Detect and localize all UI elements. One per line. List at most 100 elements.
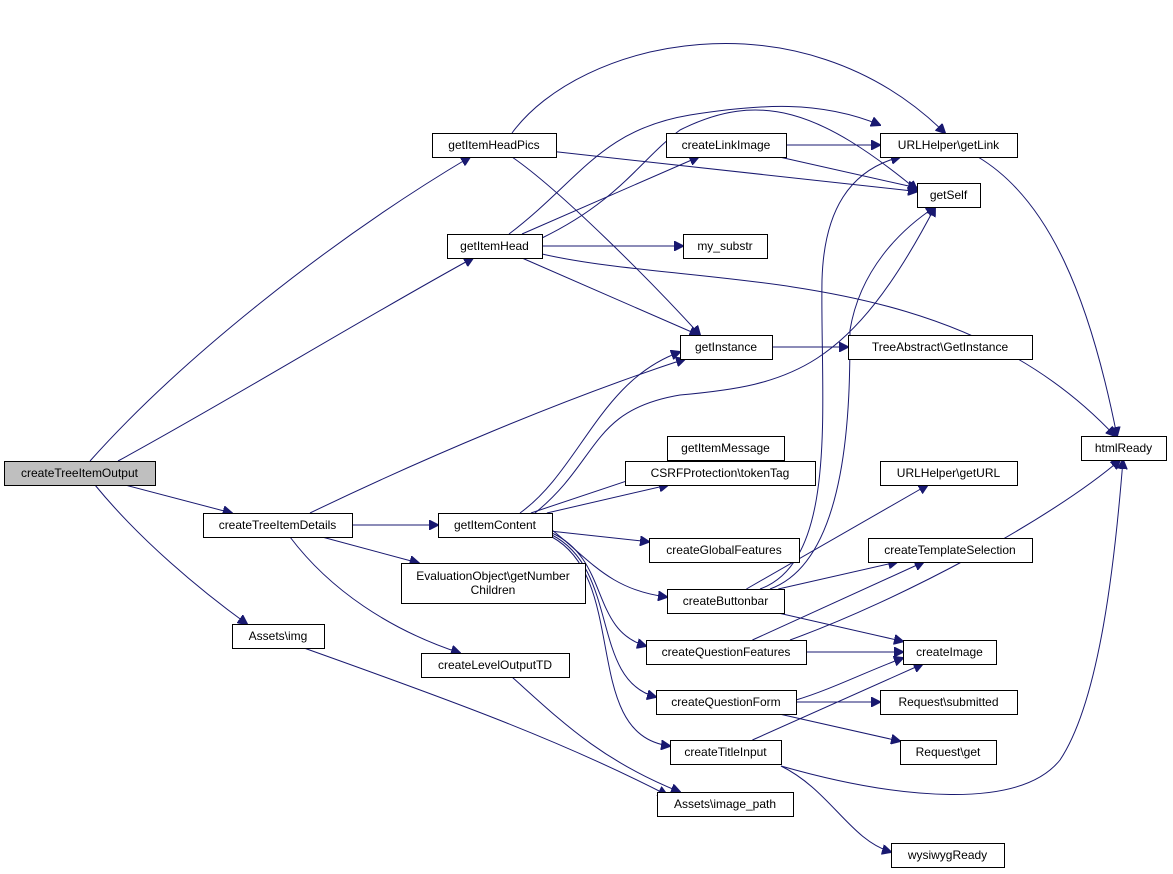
node-label: createTreeItemOutput <box>21 466 139 480</box>
node-box <box>891 843 1005 868</box>
node-getItemContent[interactable]: getItemContent <box>438 513 553 538</box>
edge-createTreeItemDetails-to-getInstance <box>309 359 685 514</box>
node-wysiwygReady[interactable]: wysiwygReady <box>891 843 1005 868</box>
node-box <box>432 133 557 158</box>
node-getItemMessage[interactable]: getItemMessage <box>667 436 785 461</box>
node-label: Request\submitted <box>898 695 998 709</box>
node-box <box>683 234 768 259</box>
node-label: Assets\img <box>249 629 308 643</box>
node-box <box>868 538 1033 563</box>
node-label: createGlobalFeatures <box>666 543 781 557</box>
node-box <box>917 183 981 208</box>
node-label: createLevelOutputTD <box>438 658 552 672</box>
edge-createTreeItemOutput-to-assetsImg <box>94 484 247 624</box>
node-createLevelOutputTD[interactable]: createLevelOutputTD <box>421 653 570 678</box>
edge-createButtonbar-to-urlGetLink <box>759 157 900 590</box>
edge-getItemHead-to-urlGetLink <box>508 105 880 235</box>
node-urlGetLink[interactable]: URLHelper\getLink <box>880 133 1018 158</box>
node-box <box>666 133 787 158</box>
node-box <box>670 740 782 765</box>
node-box <box>4 461 156 486</box>
node-csrfTokenTag[interactable]: CSRFProtection\tokenTag <box>625 461 816 486</box>
node-box <box>880 133 1018 158</box>
edge-assetsImg-to-assetsImagePath <box>303 647 667 795</box>
node-createLinkImage[interactable]: createLinkImage <box>666 133 787 158</box>
edge-getItemHead-to-getInstance <box>521 257 699 335</box>
node-box <box>1081 436 1167 461</box>
edge-getItemHead-to-createLinkImage <box>521 157 699 235</box>
node-getItemHeadPics[interactable]: getItemHeadPics <box>432 133 557 158</box>
node-label: createTitleInput <box>684 745 767 759</box>
edge-createTreeItemOutput-to-getItemHeadPics <box>89 157 470 462</box>
edge-createTreeItemOutput-to-getItemHead <box>117 258 473 462</box>
node-label: EvaluationObject\getNumber <box>416 569 569 583</box>
node-getItemHead[interactable]: getItemHead <box>447 234 543 259</box>
node-requestGet[interactable]: Request\get <box>900 740 997 765</box>
edge-createTreeItemOutput-to-createTreeItemDetails <box>125 484 232 513</box>
node-box <box>649 538 800 563</box>
node-htmlReady[interactable]: htmlReady <box>1081 436 1167 461</box>
node-box <box>421 653 570 678</box>
edge-createTitleInput-to-createImage <box>752 664 922 741</box>
edge-createTreeItemDetails-to-evalGetNumberChildren <box>321 536 419 563</box>
node-label: createQuestionForm <box>671 695 780 709</box>
node-getInstance[interactable]: getInstance <box>680 335 773 360</box>
node-requestSubmitted[interactable]: Request\submitted <box>880 690 1018 715</box>
node-label: CSRFProtection\tokenTag <box>651 466 790 480</box>
node-box <box>401 563 586 604</box>
edge-createQuestionForm-to-requestGet <box>779 713 900 741</box>
edge-getItemHeadPics-to-getInstance <box>511 156 700 335</box>
node-box <box>667 436 785 461</box>
node-label: getInstance <box>695 340 757 354</box>
node-createQuestionFeatures[interactable]: createQuestionFeatures <box>646 640 807 665</box>
node-getSelf[interactable]: getSelf <box>917 183 981 208</box>
node-createButtonbar[interactable]: createButtonbar <box>667 589 785 614</box>
node-createGlobalFeatures[interactable]: createGlobalFeatures <box>649 538 800 563</box>
edge-getItemContent-to-createTitleInput <box>551 536 670 746</box>
node-createTreeItemDetails[interactable]: createTreeItemDetails <box>203 513 353 538</box>
node-label: Request\get <box>916 745 981 759</box>
edge-createButtonbar-to-createTemplateSelection <box>778 562 897 590</box>
node-assetsImg[interactable]: Assets\img <box>232 624 325 649</box>
node-label: wysiwygReady <box>907 848 987 862</box>
edge-createButtonbar-to-getSelf <box>769 207 935 590</box>
edge-getItemContent-to-createQuestionForm <box>551 534 656 697</box>
edge-getItemHead-to-htmlReady <box>541 253 1115 436</box>
node-box <box>848 335 1033 360</box>
node-createTreeItemOutput[interactable]: createTreeItemOutput <box>4 461 156 486</box>
node-label: URLHelper\getLink <box>898 138 1000 152</box>
node-box <box>880 461 1018 486</box>
node-label: getItemHead <box>460 239 529 253</box>
node-treeAbstractGetInstance[interactable]: TreeAbstract\GetInstance <box>848 335 1033 360</box>
edge-getItemHead-to-getSelf <box>541 109 917 239</box>
edge-createButtonbar-to-urlGetURL <box>746 485 927 590</box>
edge-createQuestionFeatures-to-createTemplateSelection <box>752 562 923 641</box>
node-createTitleInput[interactable]: createTitleInput <box>670 740 782 765</box>
node-urlGetURL[interactable]: URLHelper\getURL <box>880 461 1018 486</box>
node-label: createTreeItemDetails <box>219 518 337 532</box>
edge-urlGetLink-to-htmlReady <box>977 156 1117 436</box>
node-createImage[interactable]: createImage <box>903 640 997 665</box>
node-box <box>438 513 553 538</box>
node-label: my_substr <box>697 239 752 253</box>
node-createTemplateSelection[interactable]: createTemplateSelection <box>868 538 1033 563</box>
edge-getItemHeadPics-to-getSelf <box>555 151 917 192</box>
edge-createTitleInput-to-htmlReady <box>780 460 1123 795</box>
node-label: createImage <box>916 645 983 659</box>
edge-getItemContent-to-getInstance <box>519 352 680 514</box>
edge-getItemContent-to-csrfTokenTag <box>546 485 668 514</box>
node-box <box>625 461 816 486</box>
node-box <box>680 335 773 360</box>
node-my_substr[interactable]: my_substr <box>683 234 768 259</box>
node-label: htmlReady <box>1095 441 1152 455</box>
edge-createLinkImage-to-getSelf <box>779 156 917 188</box>
node-box <box>656 690 797 715</box>
edge-getItemContent-to-createGlobalFeatures <box>551 530 649 542</box>
edge-getItemContent-to-createQuestionFeatures <box>551 532 646 646</box>
node-label: getSelf <box>930 188 968 202</box>
node-createQuestionForm[interactable]: createQuestionForm <box>656 690 797 715</box>
node-label: createLinkImage <box>682 138 771 152</box>
node-assetsImagePath[interactable]: Assets\image_path <box>657 792 794 817</box>
